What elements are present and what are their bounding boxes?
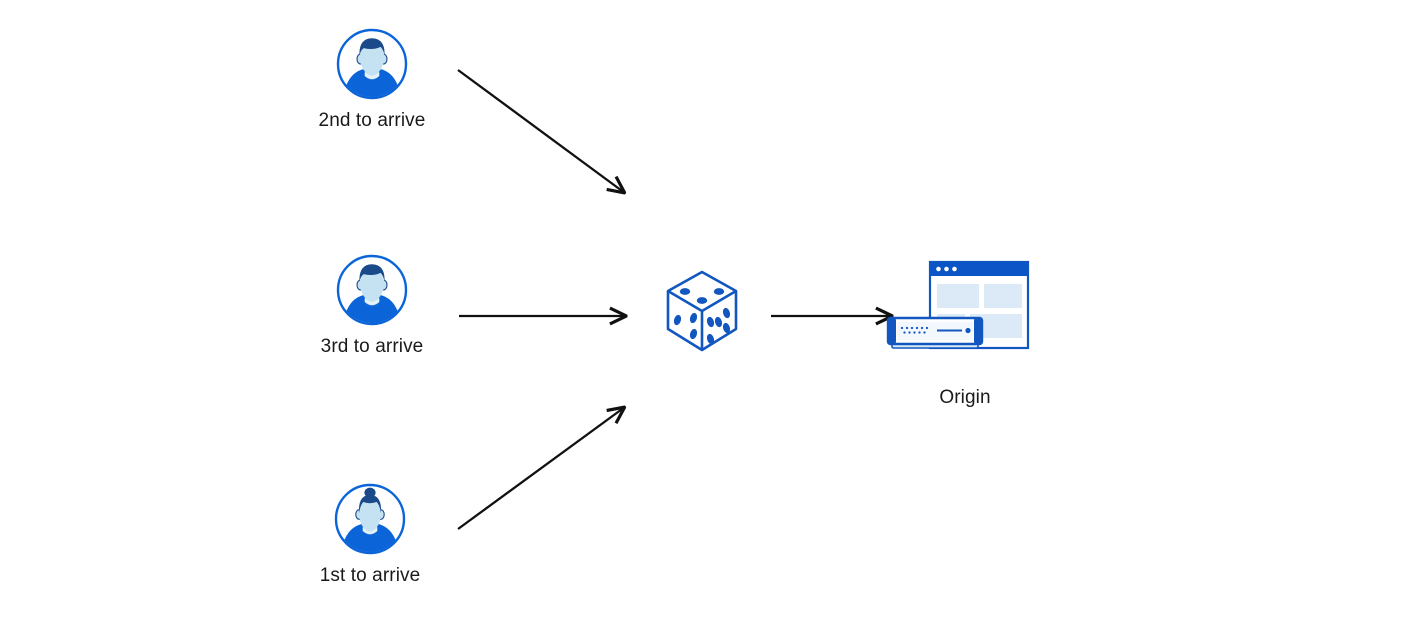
- browser-window: [928, 260, 1030, 350]
- origin-node[interactable]: Origin: [880, 258, 1050, 410]
- user-avatar-icon: [336, 254, 408, 326]
- router-device: [886, 316, 984, 349]
- client-node-2nd[interactable]: 2nd to arrive: [292, 28, 452, 133]
- load-balancer-node[interactable]: [660, 266, 744, 356]
- client-label-3rd: 3rd to arrive: [320, 336, 424, 357]
- client-node-1st[interactable]: 1st to arrive: [290, 483, 450, 588]
- origin-label: Origin: [939, 387, 991, 408]
- arrow-1st-to-balancer: [457, 408, 624, 530]
- client-label-2nd: 2nd to arrive: [318, 110, 426, 131]
- arrow-2nd-to-balancer: [457, 69, 624, 192]
- user-avatar-icon: [336, 28, 408, 100]
- origin-server-icon: [880, 258, 1050, 368]
- user-avatar-icon: [334, 483, 406, 555]
- client-node-3rd[interactable]: 3rd to arrive: [292, 254, 452, 359]
- client-label-1st: 1st to arrive: [319, 565, 421, 586]
- dice-icon: [660, 266, 744, 356]
